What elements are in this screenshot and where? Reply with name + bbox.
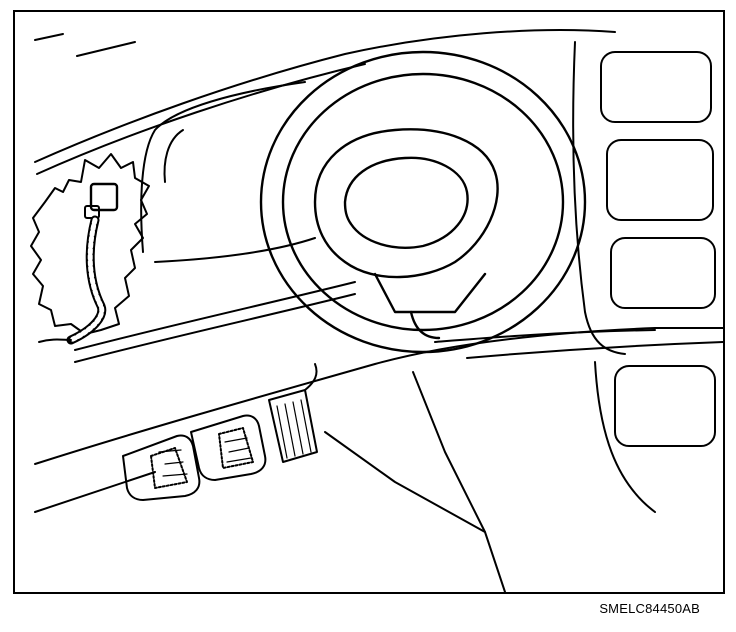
brake-pedal xyxy=(190,414,267,481)
upper-vent xyxy=(600,51,712,123)
steering-wheel-hub xyxy=(313,128,499,279)
instrument-cluster-hood xyxy=(140,81,316,263)
climate-panel xyxy=(610,237,716,309)
lower-dash-panel xyxy=(34,281,723,592)
center-console xyxy=(572,41,716,513)
clutch-pedal xyxy=(122,434,201,501)
steering-wheel xyxy=(259,50,587,354)
cutaway-section xyxy=(30,153,150,335)
illustration-frame xyxy=(13,10,725,594)
wire-connector xyxy=(89,182,119,212)
wire-harness xyxy=(38,182,119,345)
dashboard-illustration xyxy=(30,29,723,592)
airbag-pad xyxy=(343,156,469,249)
accelerator-pedal xyxy=(268,363,318,463)
steering-wheel-rim-inner xyxy=(281,72,565,332)
radio-panel xyxy=(606,139,714,221)
steering-wheel-lower-spoke xyxy=(373,272,487,314)
lower-storage xyxy=(614,365,716,447)
figure-code: SMELC84450AB xyxy=(599,601,700,616)
steering-wheel-rim-outer xyxy=(259,50,587,354)
windshield-edge xyxy=(34,29,616,175)
